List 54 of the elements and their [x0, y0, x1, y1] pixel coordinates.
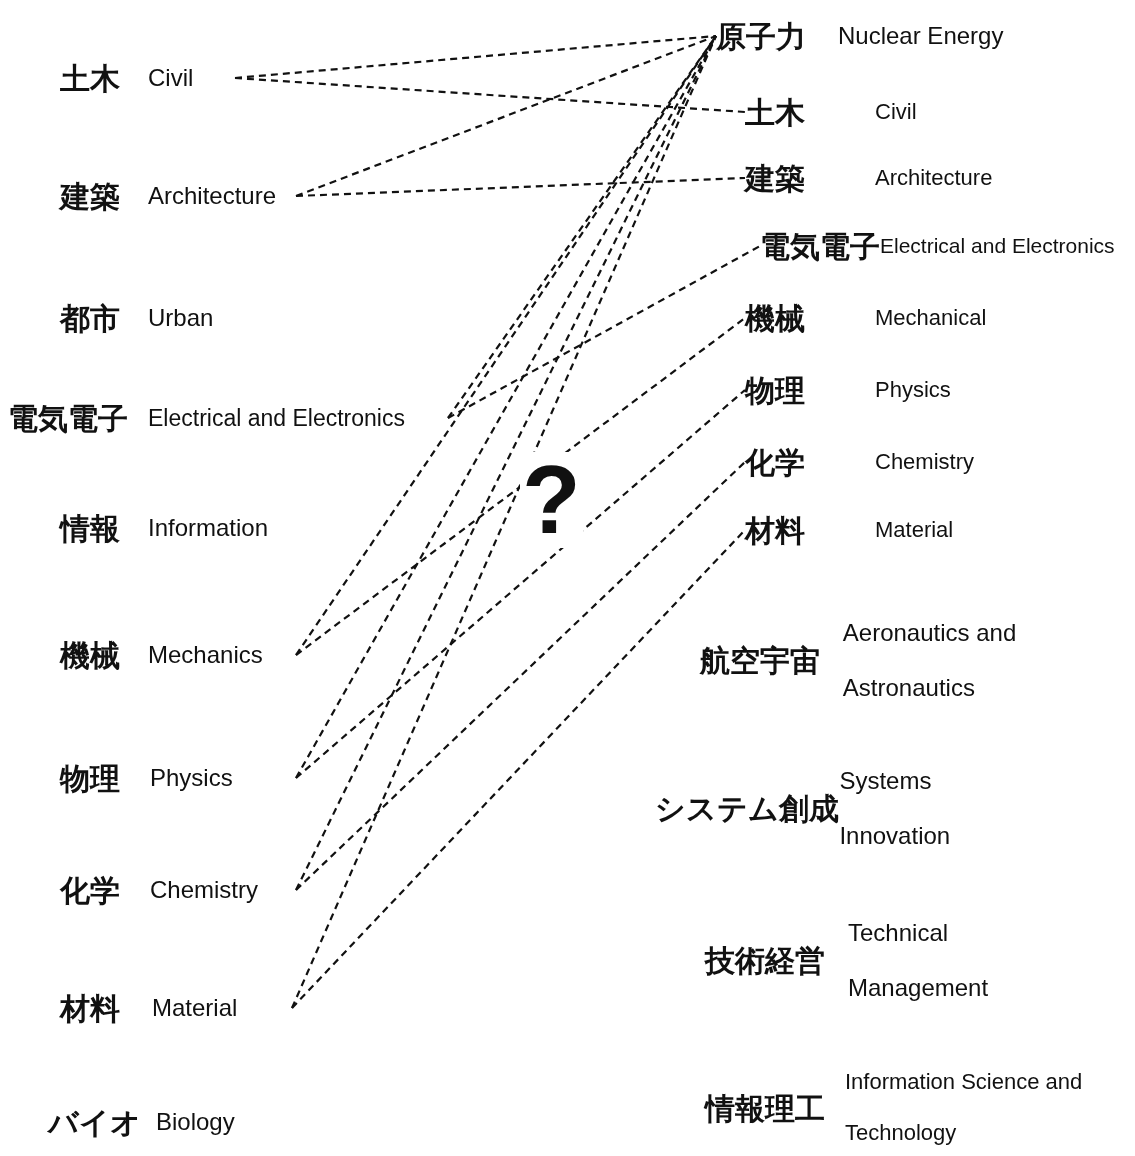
- japanese-label: 航空宇宙: [700, 643, 821, 677]
- dashed-connector: [234, 76, 746, 114]
- english-label: Physics: [150, 764, 233, 792]
- english-label: Material: [875, 517, 954, 543]
- english-label: Biology: [156, 1108, 235, 1136]
- english-label: Material: [152, 994, 238, 1022]
- japanese-label: 技術経営: [705, 943, 826, 977]
- english-label: Civil: [875, 99, 917, 125]
- japanese-label: 材料: [745, 513, 806, 547]
- english-label: Aeronautics and Astronautics: [842, 617, 1018, 703]
- english-label: Systems Innovation: [839, 765, 952, 851]
- english-label: Chemistry: [875, 449, 974, 475]
- japanese-label: 化学: [745, 445, 806, 479]
- japanese-label: 建築: [745, 161, 806, 195]
- japanese-label: 電気電子: [760, 229, 880, 263]
- japanese-label: 都市: [60, 301, 121, 335]
- english-label: Technical Management: [848, 917, 990, 1003]
- japanese-label: 電気電子: [8, 401, 129, 435]
- english-label: Electrical and Electronics: [880, 233, 1115, 259]
- japanese-label: 土木: [60, 61, 121, 95]
- question-mark: ?: [520, 452, 583, 548]
- english-label: Architecture: [148, 182, 277, 210]
- english-label: Mechanical: [875, 305, 987, 331]
- japanese-label: 機械: [745, 301, 806, 335]
- dashed-connector: [295, 176, 746, 198]
- english-label: Mechanics: [148, 641, 263, 669]
- japanese-label: 物理: [745, 373, 806, 407]
- japanese-label: システム創成: [655, 791, 840, 825]
- english-label: Chemistry: [150, 876, 258, 904]
- japanese-label: 材料: [60, 991, 121, 1025]
- japanese-label: 化学: [60, 873, 121, 907]
- japanese-label: 機械: [60, 638, 121, 672]
- japanese-label: 情報理工: [705, 1091, 826, 1125]
- japanese-label: 物理: [60, 761, 121, 795]
- japanese-label: バイオ: [48, 1105, 142, 1139]
- english-label: Physics: [875, 377, 951, 403]
- english-label: Civil: [148, 64, 194, 92]
- japanese-label: 原子力: [716, 19, 807, 53]
- japanese-label: 情報: [60, 511, 121, 545]
- english-label: Information Science and Technology: [845, 1068, 1084, 1147]
- english-label: Electrical and Electronics: [148, 404, 405, 432]
- dashed-connector: [295, 461, 746, 891]
- japanese-label: 土木: [745, 95, 806, 129]
- dashed-connector: [295, 317, 746, 656]
- english-label: Architecture: [875, 165, 993, 191]
- japanese-label: 建築: [60, 179, 121, 213]
- dashed-connector: [295, 35, 717, 656]
- english-label: Urban: [148, 304, 214, 332]
- dashed-connector: [295, 34, 717, 198]
- english-label: Information: [148, 514, 269, 542]
- dashed-connector: [291, 529, 746, 1009]
- dashed-connector: [295, 389, 746, 779]
- english-label: Nuclear Energy: [838, 22, 1004, 50]
- dashed-connector: [447, 245, 761, 419]
